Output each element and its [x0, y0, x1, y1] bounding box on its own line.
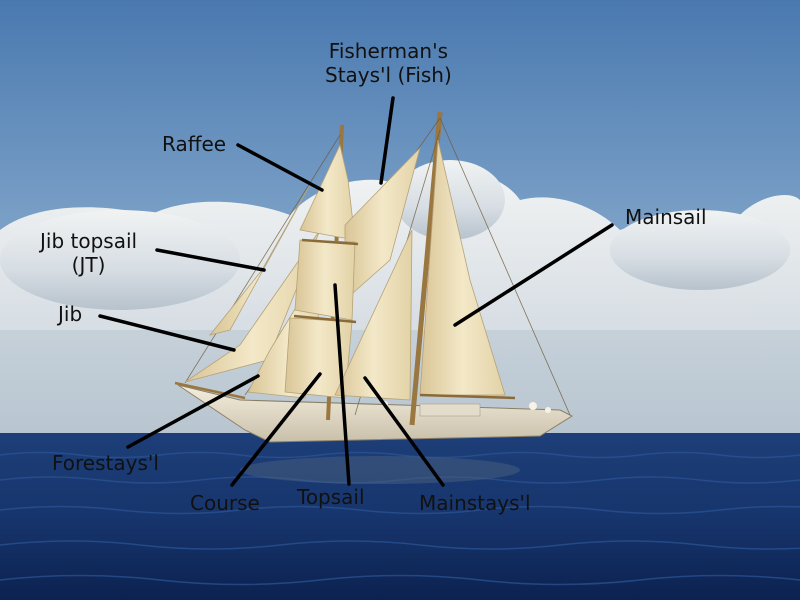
label-forestaysl: Forestays'l — [52, 451, 159, 475]
jib-sail — [184, 229, 321, 383]
leader-raffee — [236, 143, 324, 192]
leader-topsail — [333, 283, 351, 486]
waves — [0, 451, 800, 586]
label-topsail: Topsail — [297, 485, 365, 509]
topsail-sail — [294, 239, 356, 321]
label-raffee: Raffee — [162, 132, 227, 156]
mainmast — [409, 111, 443, 426]
leader-course — [230, 372, 322, 487]
label-jib-topsail: Jib topsail (JT) — [40, 229, 138, 277]
leader-forestaysl — [126, 374, 260, 449]
label-fishermans-staysl: Fisherman's Stays'l (Fish) — [325, 39, 452, 87]
jib-topsail-sail — [208, 184, 311, 336]
label-mainsail: Mainsail — [625, 205, 707, 229]
hull-reflection — [240, 456, 520, 484]
leader-fishermans — [379, 96, 395, 185]
mainstaysl-sail — [334, 229, 413, 401]
label-course: Course — [190, 491, 260, 515]
label-mainstaysl: Mainstays'l — [419, 491, 531, 515]
leader-lines — [98, 96, 614, 487]
label-jib: Jib — [58, 302, 83, 326]
leader-jib — [98, 314, 236, 352]
deckhouse — [419, 403, 481, 417]
mainsail-sail — [419, 139, 506, 396]
bowsprit — [174, 381, 246, 400]
leader-mainstaysl — [363, 376, 445, 487]
leader-mainsail — [453, 223, 614, 327]
leader-jib-topsail — [155, 248, 266, 272]
